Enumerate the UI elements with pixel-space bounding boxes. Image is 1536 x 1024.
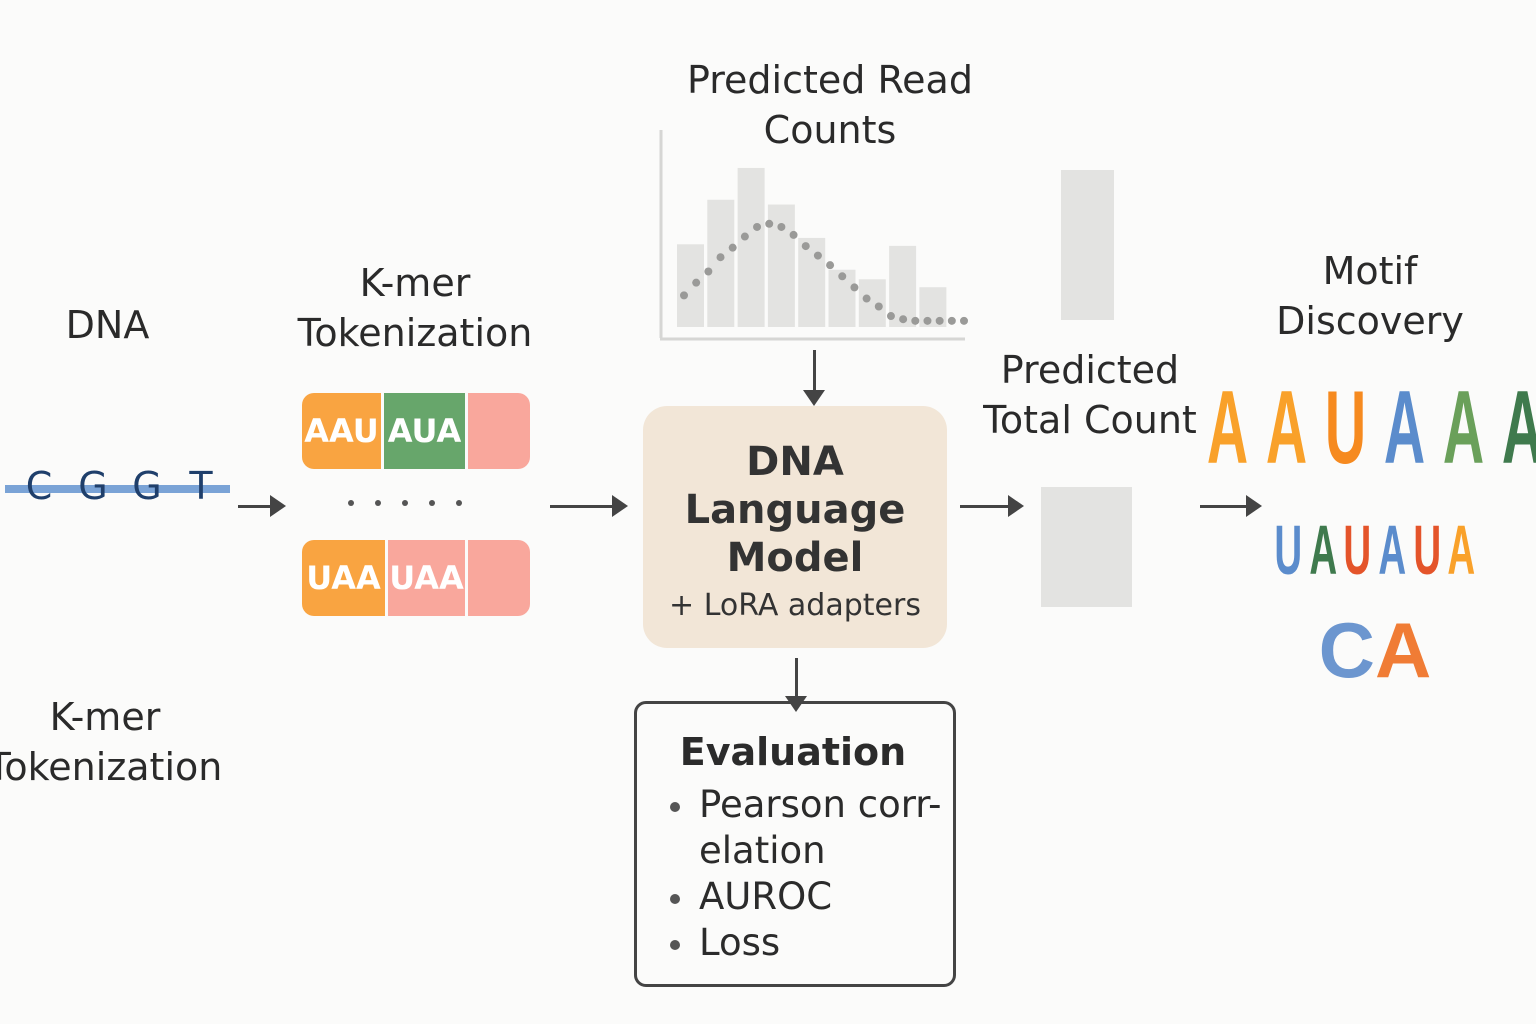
nucleotide-g: G: [132, 464, 162, 508]
token-uaa: UAA: [302, 540, 388, 616]
motif-letter-a: A: [1206, 370, 1248, 486]
motif-discovery-label: Motif Discovery: [1276, 249, 1464, 343]
fit-point: [716, 253, 725, 262]
fit-point: [874, 302, 883, 311]
motif-logo-1: AAUAAA: [1207, 368, 1536, 488]
motif-letter-c: C: [1318, 606, 1375, 694]
fit-point: [704, 267, 713, 276]
motif-letter-a: A: [1383, 370, 1426, 486]
bar-3: [737, 167, 765, 327]
read-counts-chart: [659, 130, 968, 341]
fit-point: [850, 283, 859, 292]
token-empty: [468, 393, 530, 469]
total-count-bar: [1041, 487, 1132, 607]
motif-letter-u: U: [1343, 511, 1372, 589]
motif-letter-a: A: [1375, 606, 1432, 694]
evaluation-metric: Loss: [670, 920, 953, 966]
total-count-label: Predicted Total Count: [983, 348, 1197, 442]
motif-letter-a: A: [1443, 370, 1485, 486]
model-title: DNA Language Model: [684, 439, 906, 581]
fit-point: [753, 222, 762, 231]
token-aua: AUA: [384, 393, 468, 469]
motif-letter-a: A: [1265, 370, 1307, 486]
evaluation-metric: AUROC: [670, 874, 953, 920]
bar-5: [798, 237, 826, 327]
fit-point: [862, 294, 871, 303]
arrow-model-to-eval: [785, 658, 807, 712]
motif-letter-u: U: [1412, 511, 1441, 589]
fit-point: [789, 230, 798, 239]
token-aau: AAU: [302, 393, 384, 469]
fit-point: [765, 219, 774, 228]
fit-point: [692, 278, 701, 287]
fit-point: [838, 272, 847, 281]
nucleotide-c: C: [25, 464, 53, 508]
bar-7: [858, 279, 886, 327]
motif-letter-a: A: [1309, 511, 1338, 589]
motif-letter-a: A: [1447, 511, 1476, 589]
motif-letter-a: A: [1502, 368, 1536, 488]
fit-point: [728, 243, 737, 252]
fit-point: [947, 316, 956, 325]
arrow-model-to-total: [960, 495, 1024, 517]
model-subtitle: + LoRA adapters: [669, 588, 921, 623]
ellipsis-dots: [348, 500, 462, 506]
nucleotide-g: G: [78, 464, 108, 508]
arrow-chart-to-model: [803, 350, 825, 406]
arrow-dna-to-tokens: [238, 495, 286, 517]
fit-point: [680, 291, 688, 300]
kmer-tokenization-label: K-mer Tokenization: [297, 261, 533, 355]
evaluation-title: Evaluation: [679, 730, 907, 774]
fit-point: [740, 232, 749, 241]
fit-point: [886, 312, 895, 321]
fit-point: [911, 316, 920, 325]
bar-1: [677, 244, 704, 327]
fit-point: [923, 316, 932, 325]
fit-point: [899, 315, 908, 324]
kmer-tokenization-label-bottom: K-mer Tokenization: [0, 695, 223, 789]
dna-strand-line: [5, 485, 230, 493]
arrow-total-to-motif: [1200, 495, 1262, 517]
token-uaa: UAA: [388, 540, 468, 616]
fit-point: [935, 316, 944, 325]
motif-letter-u: U: [1274, 511, 1303, 589]
fit-point: [813, 251, 822, 260]
total-count-bar-top: [1061, 170, 1114, 320]
arrow-tokens-to-model: [550, 495, 628, 517]
token-empty: [468, 540, 530, 616]
fit-point: [777, 222, 786, 231]
fit-point: [826, 261, 835, 270]
motif-letter-a: A: [1378, 511, 1407, 589]
bar-2: [707, 199, 735, 327]
read-counts-title: Predicted Read Counts: [687, 58, 973, 152]
motif-letter-u: U: [1324, 370, 1367, 486]
dna-language-model-box: DNA Language Model + LoRA adapters: [643, 406, 947, 648]
nucleotide-t: T: [189, 464, 213, 508]
fit-point: [960, 316, 968, 325]
evaluation-metric: Pearson corr- elation: [670, 782, 953, 874]
fit-point: [801, 242, 810, 251]
dna-label: DNA: [65, 303, 150, 347]
